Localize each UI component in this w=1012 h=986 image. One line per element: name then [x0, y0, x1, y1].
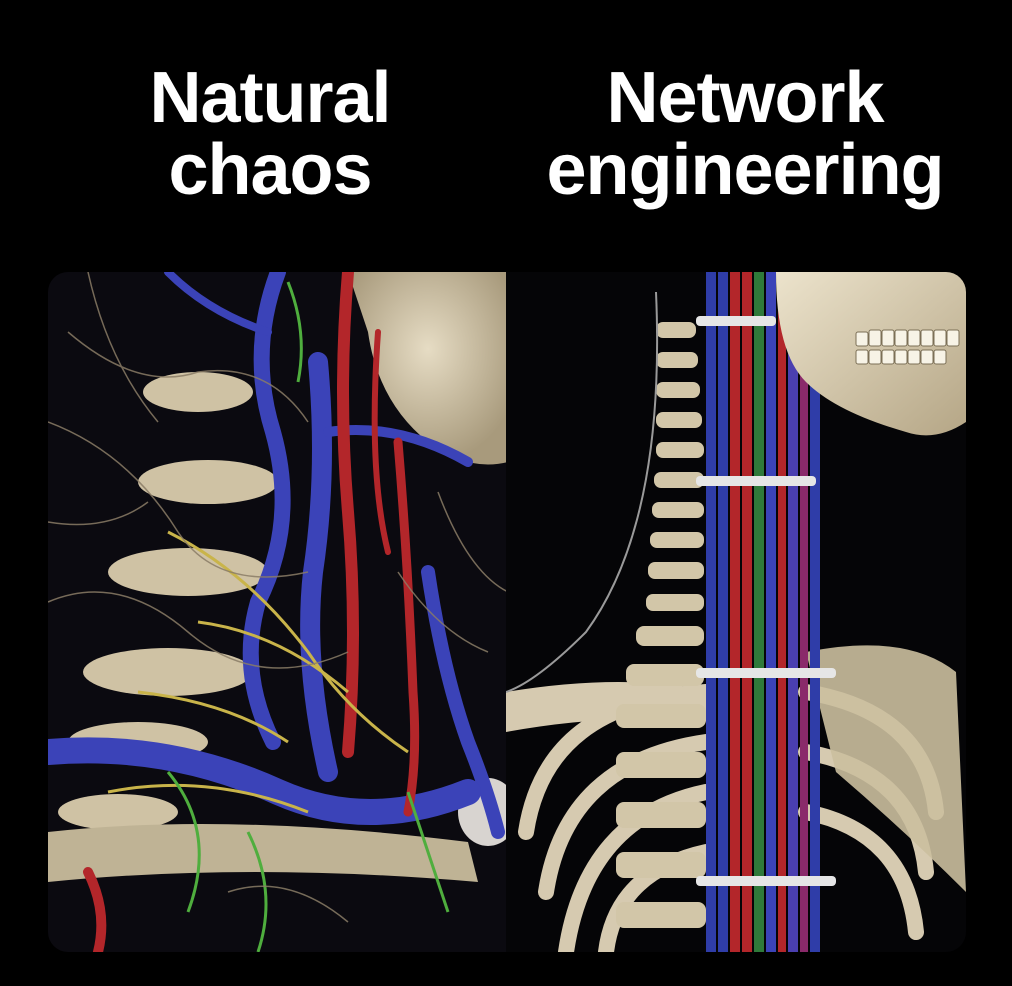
caption-left-line2: chaos: [168, 130, 372, 210]
bundled-cables-illustration: [506, 272, 966, 952]
caption-right-line2: engineering: [546, 130, 944, 210]
arteries: [83, 272, 420, 952]
shoulder-blade: [806, 645, 966, 892]
caption-network-engineering: Network engineering: [510, 62, 980, 206]
caption-natural-chaos: Natural chaos: [120, 62, 420, 206]
nerves: [107, 530, 409, 814]
image-network-engineering: [506, 272, 966, 952]
caption-right-line1: Network: [606, 58, 884, 138]
teeth: [855, 329, 960, 365]
lymph-vessels: [166, 281, 450, 952]
small-branches: [48, 272, 508, 923]
cable-ties: [696, 316, 836, 886]
vertebrae: [58, 372, 278, 830]
caption-left-line1: Natural: [149, 58, 391, 138]
jaw-bone: [348, 272, 508, 465]
spine: [616, 322, 706, 928]
tangled-anatomy-illustration: [48, 272, 508, 952]
cable-bundle: [706, 272, 820, 952]
clavicle: [506, 682, 716, 732]
clavicle: [48, 824, 478, 882]
image-natural-chaos: [48, 272, 508, 952]
loose-wire: [506, 291, 659, 693]
veins: [48, 272, 505, 839]
